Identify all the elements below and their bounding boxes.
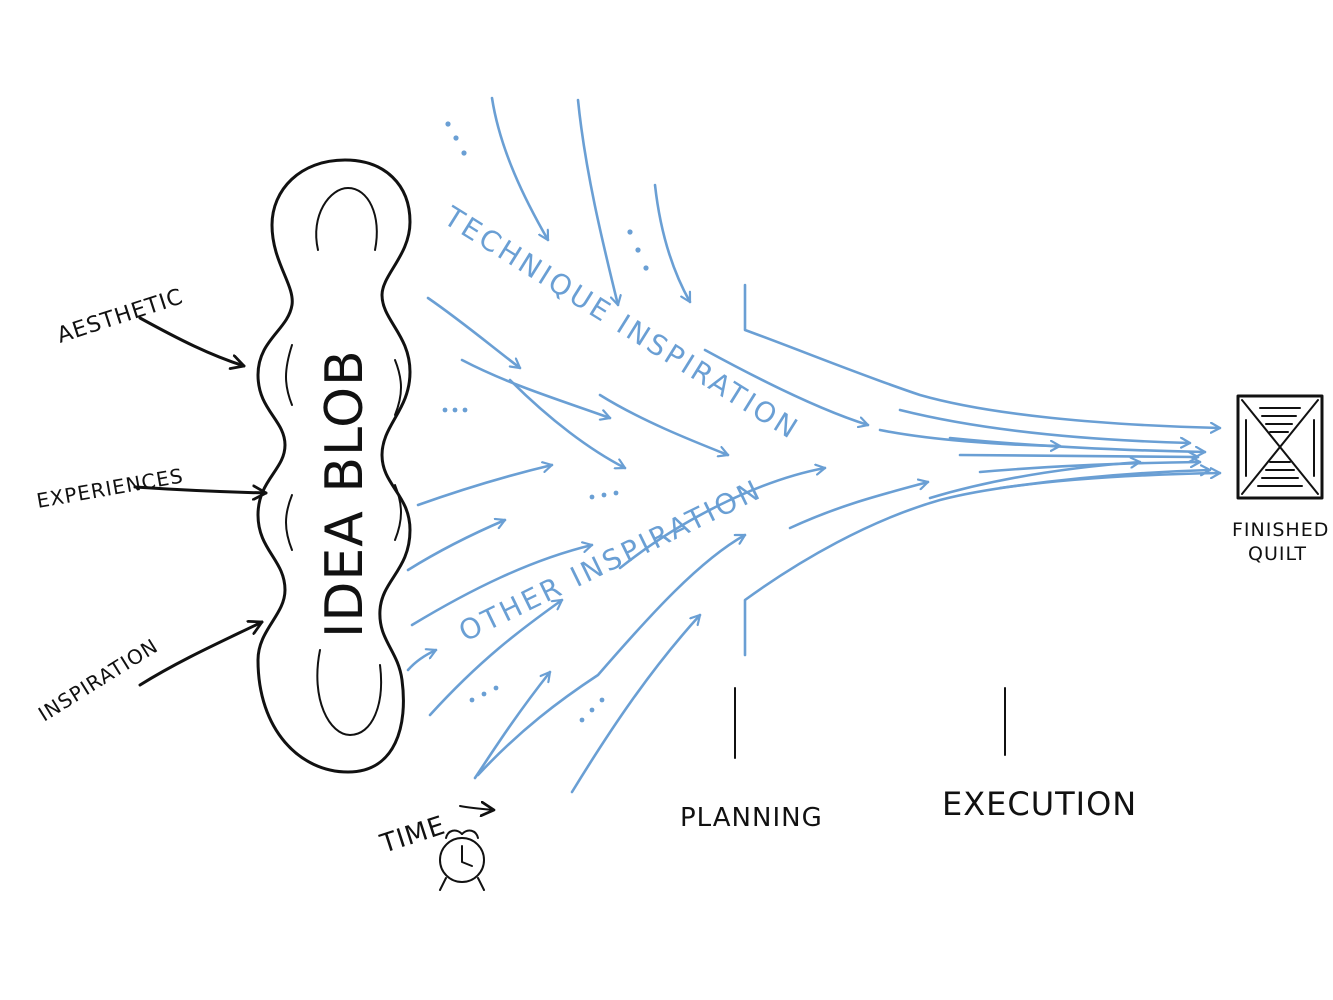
idea-blob-inner-curve-4 xyxy=(394,484,402,541)
flow-arrow xyxy=(460,358,612,418)
flow-arrow xyxy=(743,283,1222,428)
flow-arrow xyxy=(998,470,1212,490)
idea-blob-inner-curve-3 xyxy=(285,494,293,551)
flow-arrow xyxy=(576,98,618,307)
idea-blob-inner-bottom xyxy=(316,649,382,736)
flow-arrow xyxy=(948,436,1207,452)
flow-arrow xyxy=(410,545,594,627)
time-label: TIME xyxy=(376,811,449,860)
timeline: PLANNING EXECUTION TIME xyxy=(376,687,1137,891)
other-inspiration-label: OTHER INSPIRATION xyxy=(454,473,768,649)
input-experiences: EXPERIENCES xyxy=(35,463,268,513)
flow-arrow xyxy=(428,598,564,717)
finished-quilt-line2: QUILT xyxy=(1248,543,1307,565)
flow-arrow xyxy=(476,533,747,777)
input-aesthetic: AESTHETIC xyxy=(54,284,246,366)
alarm-clock-icon xyxy=(439,829,485,891)
idea-blob-inner-curve-2 xyxy=(394,359,402,416)
experiences-arrow xyxy=(133,487,268,493)
execution-label: EXECUTION xyxy=(942,785,1137,823)
planning-label: PLANNING xyxy=(680,803,823,833)
flow-arrow xyxy=(703,348,870,425)
flow-arrow xyxy=(473,670,552,780)
idea-blob-label: IDEA BLOB xyxy=(315,349,375,638)
flow-arrow xyxy=(426,296,522,370)
aesthetic-label: AESTHETIC xyxy=(54,284,186,348)
flow-arrow xyxy=(898,408,1192,443)
flow-arrow xyxy=(406,520,507,572)
input-inspiration: INSPIRATION xyxy=(34,622,264,727)
time-arrow xyxy=(459,806,494,810)
ellipsis-dots xyxy=(442,121,649,723)
flow-arrow xyxy=(743,473,1222,657)
idea-blob-outline xyxy=(256,158,412,774)
flow-arrow xyxy=(490,96,550,242)
flow-arrow xyxy=(598,393,730,455)
idea-blob-inner-curve-1 xyxy=(285,344,293,406)
idea-blob: IDEA BLOB xyxy=(256,158,412,774)
flow-arrow xyxy=(416,465,554,507)
flow-arrow xyxy=(618,468,827,570)
flow-arrow xyxy=(653,183,692,304)
flow-arrow xyxy=(406,650,438,672)
idea-blob-inner-top xyxy=(315,187,378,251)
inspiration-flows: TECHNIQUE INSPIRATION OTHER INSPIRATION xyxy=(406,96,1222,794)
flow-arrow xyxy=(508,378,627,468)
quilt-icon xyxy=(1236,394,1324,500)
inspiration-arrow xyxy=(138,622,264,687)
inspiration-label: INSPIRATION xyxy=(34,634,163,727)
finished-quilt: FINISHED QUILT xyxy=(1232,394,1329,565)
flow-arrow xyxy=(978,462,1202,474)
flow-arrow xyxy=(788,482,930,530)
aesthetic-arrow xyxy=(138,316,246,366)
flow-arrow xyxy=(958,455,1200,457)
technique-inspiration-label: TECHNIQUE INSPIRATION xyxy=(437,199,805,446)
finished-quilt-line1: FINISHED xyxy=(1232,519,1329,541)
flow-arrow xyxy=(570,613,702,794)
